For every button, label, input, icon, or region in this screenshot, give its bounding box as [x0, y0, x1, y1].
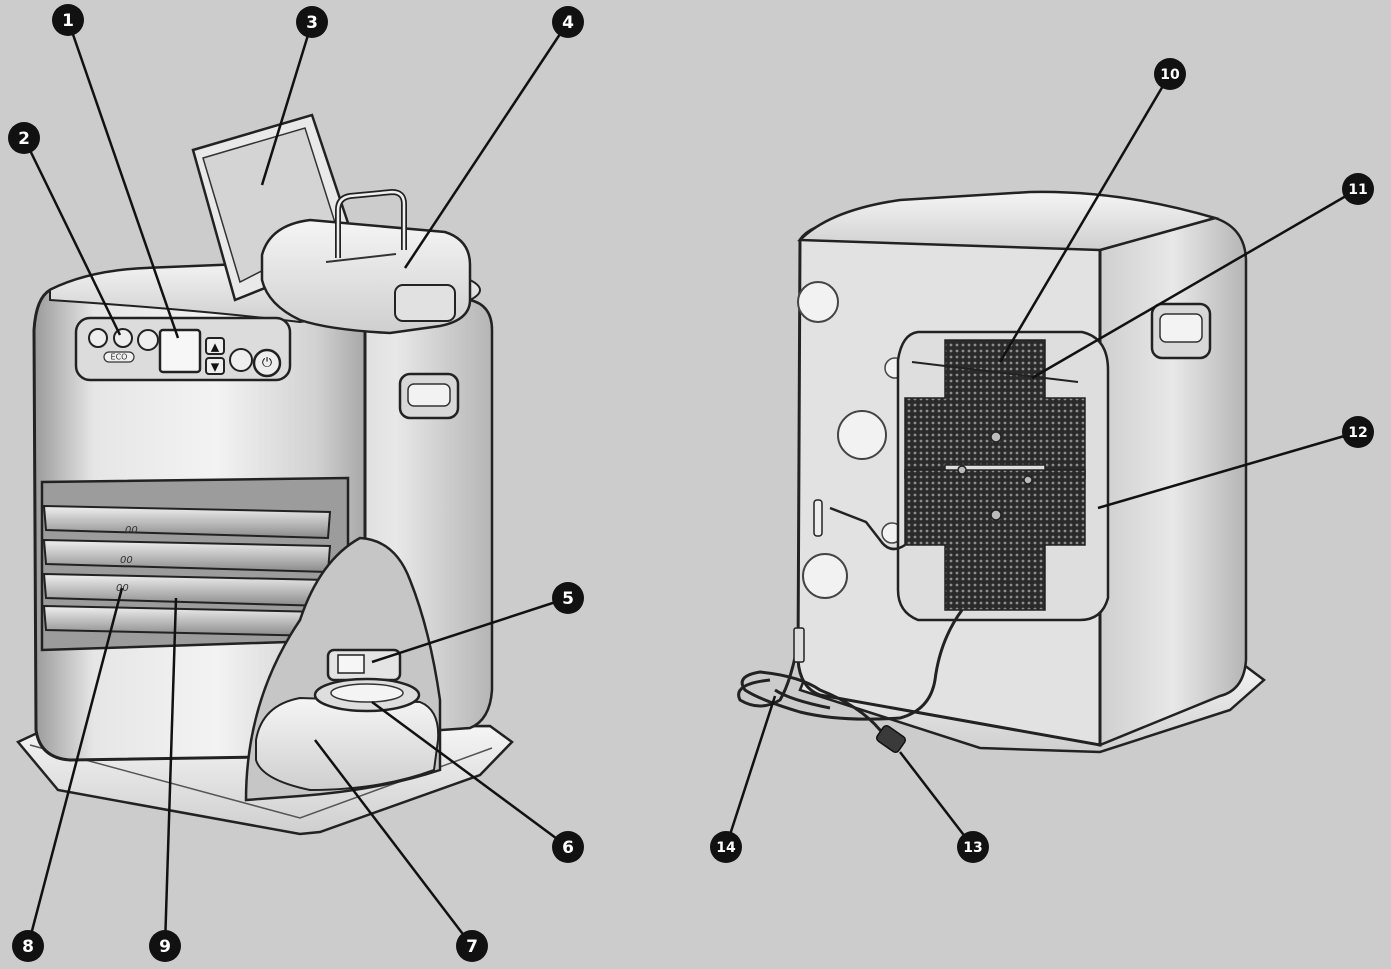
callout-10: 10 — [1154, 58, 1186, 90]
callout-number: 5 — [562, 589, 574, 609]
callout-1: 1 — [52, 4, 84, 36]
callout-number: 9 — [159, 937, 171, 957]
callout-6: 6 — [552, 831, 584, 863]
callout-circle — [296, 6, 328, 38]
vent-mark: 00 — [120, 555, 133, 566]
display-screen — [158, 328, 202, 374]
callout-number: 13 — [963, 840, 982, 856]
control-panel: ECO ▲ ▼ ⏻ — [74, 316, 292, 382]
callout-14: 14 — [710, 831, 742, 863]
leader-lines — [22, 19, 1359, 947]
leader-line — [371, 700, 569, 849]
fuel-tank — [191, 113, 472, 335]
temp-up-button[interactable] — [205, 337, 225, 355]
callout-number: 10 — [1160, 67, 1180, 83]
front-grille: 00 00 00 — [40, 476, 350, 652]
callout-number: 11 — [1348, 182, 1367, 198]
cutaway-section — [244, 536, 442, 802]
callout-number: 14 — [716, 840, 736, 856]
callout-4: 4 — [552, 6, 584, 38]
callout-circle — [552, 6, 584, 38]
callout-circle — [1342, 173, 1374, 205]
back-heater — [737, 190, 1266, 754]
temp-down-button[interactable] — [205, 357, 225, 375]
arrow-down-icon: ▼ — [211, 361, 220, 374]
front-heater: ECO ▲ ▼ ⏻ — [16, 113, 514, 836]
callout-number: 2 — [18, 129, 30, 149]
callout-circle — [12, 930, 44, 962]
power-button[interactable] — [252, 348, 282, 378]
callout-13: 13 — [957, 831, 989, 863]
eco-mode-label: ECO — [111, 353, 128, 362]
callout-circle — [552, 582, 584, 614]
leader-line — [22, 137, 122, 336]
callout-number: 1 — [62, 11, 74, 31]
filter-wire — [911, 361, 1079, 383]
leader-line — [724, 695, 777, 848]
mode-button[interactable] — [137, 329, 159, 351]
callout-5: 5 — [552, 582, 584, 614]
leader-line — [998, 73, 1172, 363]
back-opening — [837, 410, 887, 460]
tank-reservoir — [255, 696, 440, 792]
callout-number: 12 — [1348, 425, 1367, 441]
leader-line — [403, 21, 570, 269]
callout-number: 6 — [562, 838, 574, 858]
back-opening — [802, 553, 848, 599]
callout-circle — [52, 4, 84, 36]
power-plug — [876, 724, 906, 754]
callout-circle — [957, 831, 989, 863]
callout-3: 3 — [296, 6, 328, 38]
callout-number: 3 — [306, 13, 318, 33]
air-filter-plate — [896, 330, 1110, 622]
air-filter-mesh — [904, 469, 1086, 611]
power-icon: ⏻ — [262, 356, 272, 371]
back-top-surface — [797, 190, 1220, 252]
leader-line — [899, 751, 974, 848]
leader-line — [371, 596, 569, 664]
leader-line — [1097, 430, 1359, 510]
callout-9: 9 — [149, 930, 181, 962]
callout-number: 7 — [466, 937, 478, 957]
callout-circle — [710, 831, 742, 863]
callout-circle — [456, 930, 488, 962]
callout-circle — [1154, 58, 1186, 90]
callout-8: 8 — [12, 930, 44, 962]
vent-mark: 00 — [125, 525, 138, 536]
timer-button[interactable] — [88, 328, 108, 348]
callout-circle — [1342, 416, 1374, 448]
leader-line — [163, 597, 178, 947]
leader-line — [26, 587, 124, 947]
callout-11: 11 — [1342, 173, 1374, 205]
back-opening — [797, 281, 839, 323]
callout-circle — [149, 930, 181, 962]
fan-button[interactable] — [229, 348, 253, 372]
leader-line — [260, 21, 314, 186]
callout-number: 8 — [22, 937, 34, 957]
room-temp-sensor — [829, 506, 906, 551]
callout-circle — [8, 122, 40, 154]
leader-line — [314, 739, 473, 947]
arrow-up-icon: ▲ — [211, 341, 220, 354]
cord-clip — [793, 627, 805, 663]
callout-7: 7 — [456, 930, 488, 962]
eco-button[interactable] — [113, 328, 133, 348]
callout-2: 2 — [8, 122, 40, 154]
callout-12: 12 — [1342, 416, 1374, 448]
leader-line — [1031, 187, 1359, 380]
callout-circle — [552, 831, 584, 863]
callout-number: 4 — [562, 13, 574, 33]
leader-line — [66, 19, 180, 339]
